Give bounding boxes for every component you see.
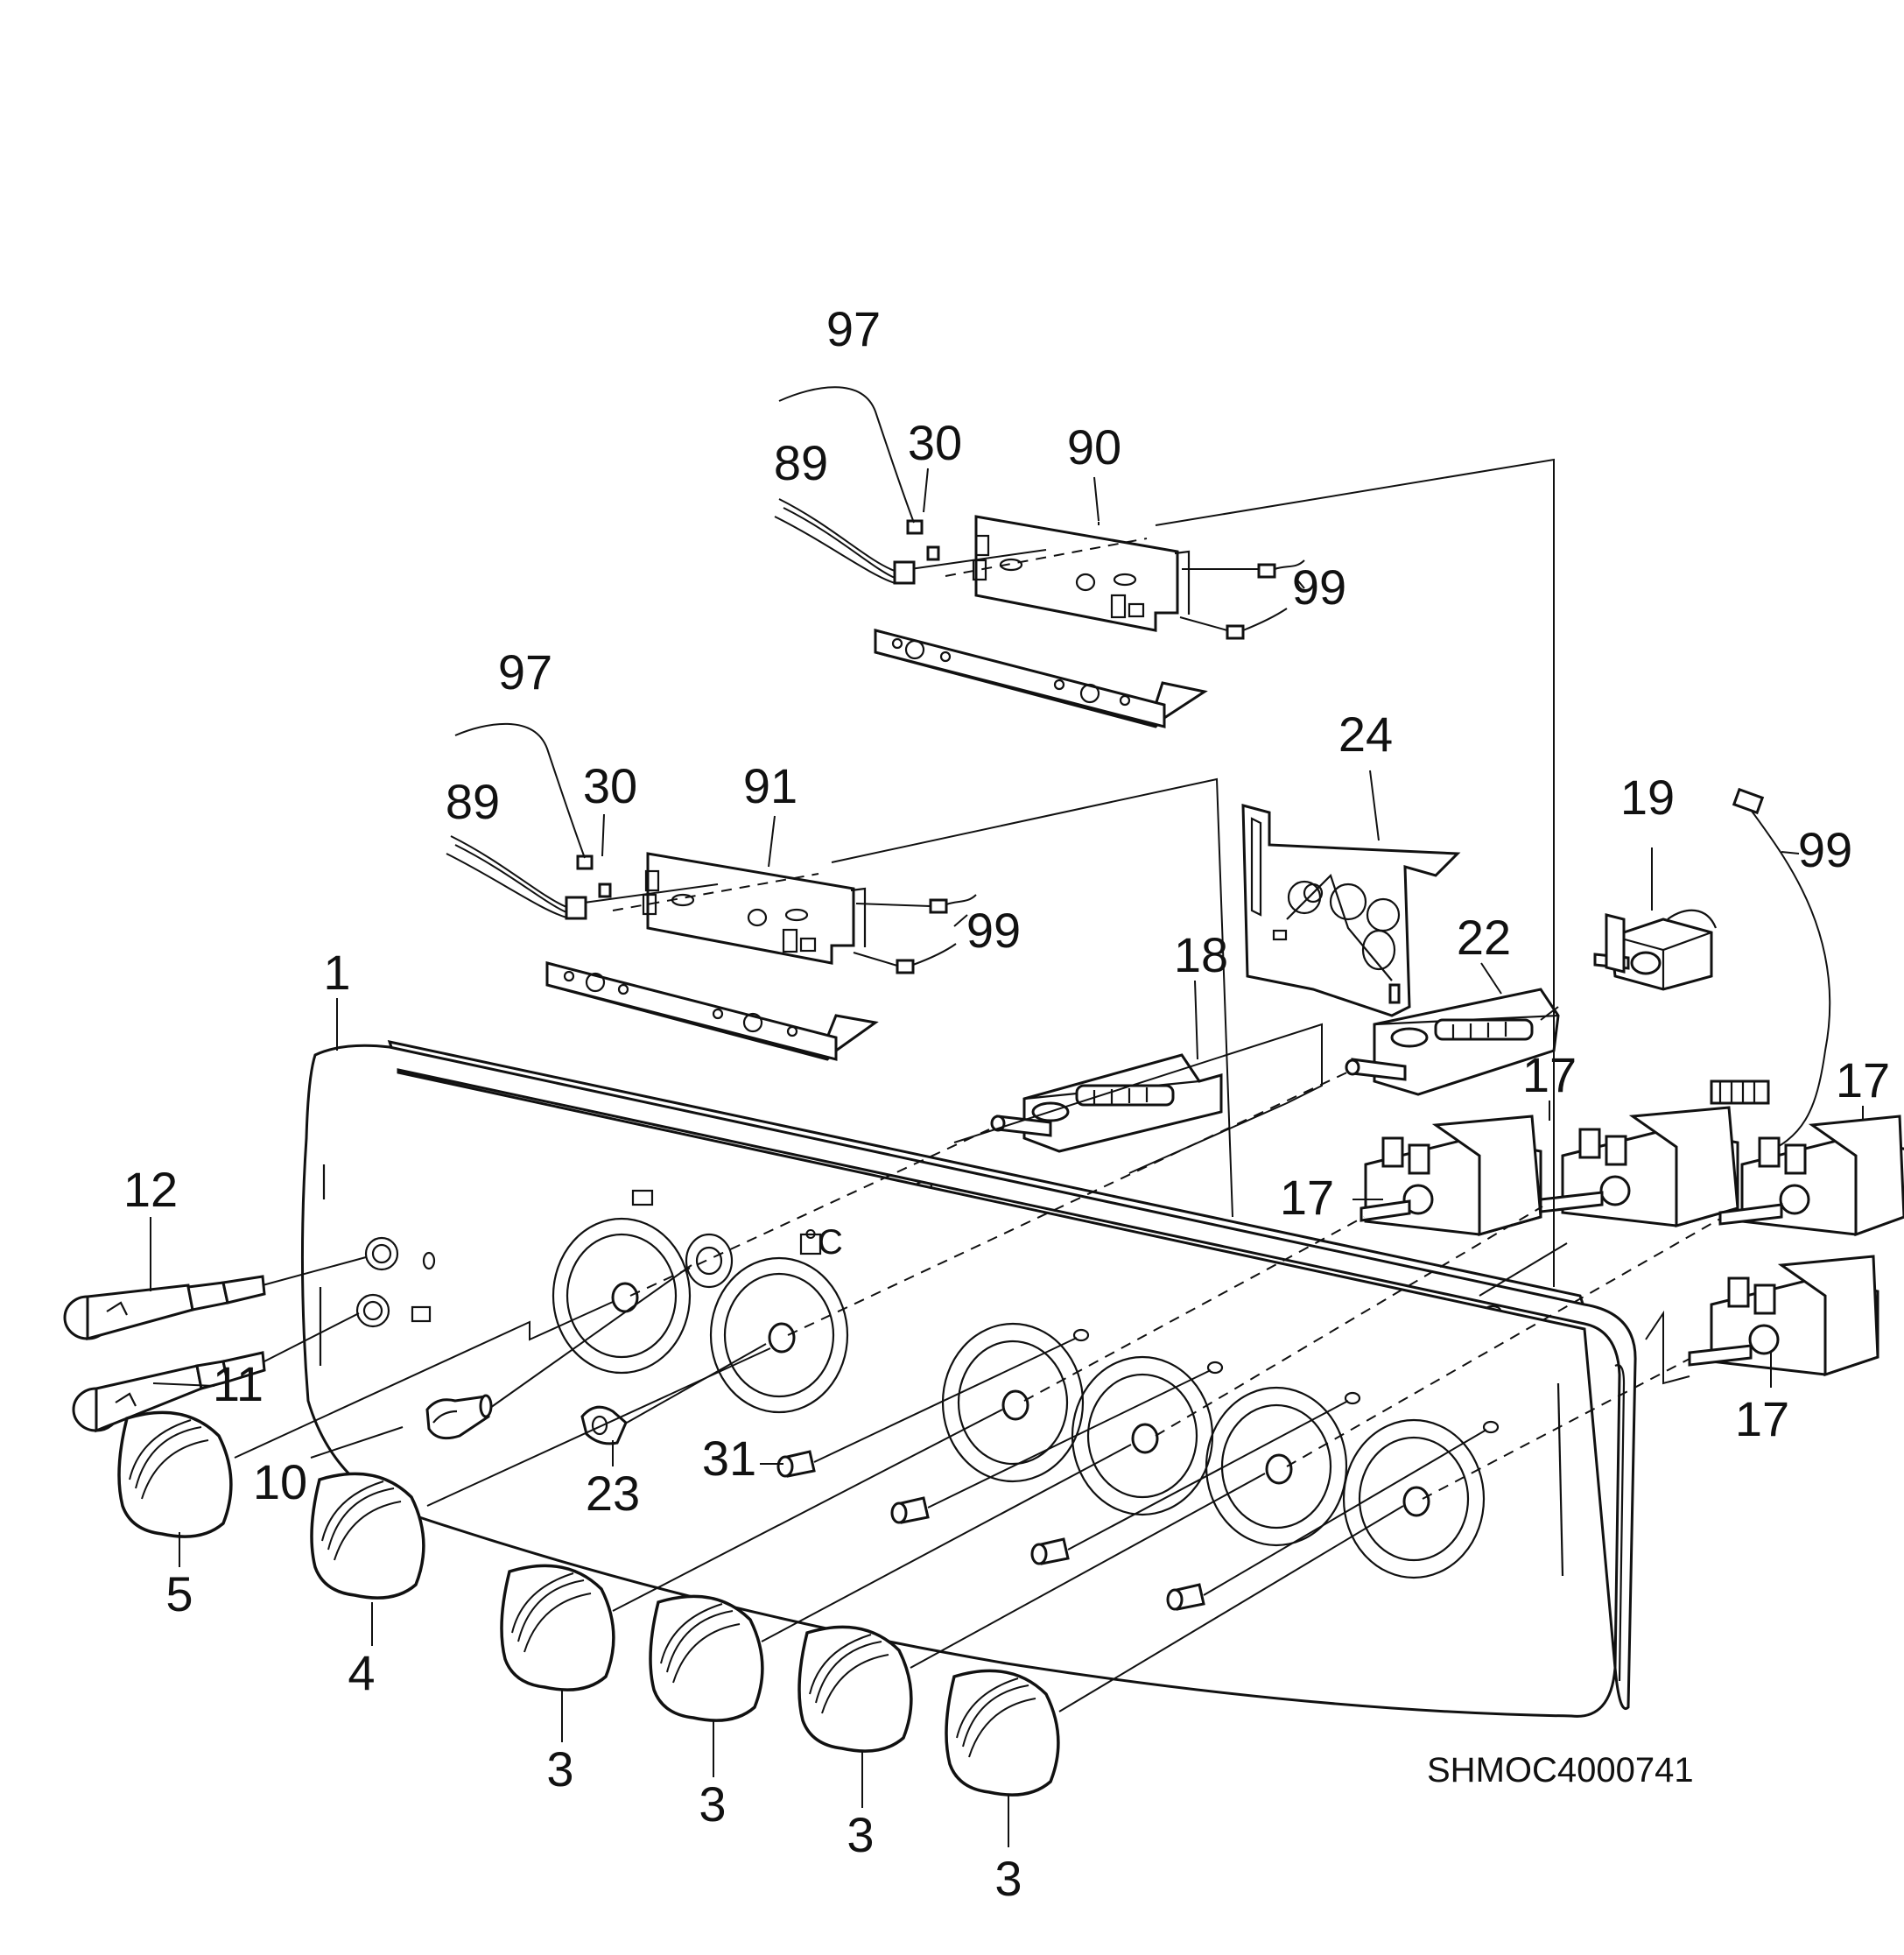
bulb-part-31-c <box>1030 1537 1070 1565</box>
knob-part-3-b <box>649 1594 764 1722</box>
callout-labels: 1 12 11 10 23 31 5 4 3 3 3 3 17 17 17 17… <box>123 301 1890 1906</box>
switch-part-18 <box>990 1053 1223 1153</box>
control-panel-part-1: °C <box>300 1039 1637 1718</box>
callout-5: 5 <box>165 1566 193 1621</box>
callout-1: 1 <box>323 945 350 1000</box>
callout-97-b: 97 <box>498 644 552 700</box>
knob-part-3-d <box>945 1669 1060 1797</box>
assembly-guide-lines <box>234 458 1721 1712</box>
callout-leaders <box>150 468 1864 1847</box>
callout-89-b: 89 <box>446 774 500 829</box>
indicator-lamp-part-11 <box>72 1351 266 1433</box>
indicator-lamp-part-12 <box>63 1275 266 1340</box>
callout-4: 4 <box>348 1645 375 1700</box>
callout-3-d: 3 <box>994 1851 1022 1906</box>
callout-17-a: 17 <box>1280 1170 1334 1225</box>
switch-part-17-d <box>1688 1255 1879 1377</box>
callout-17-d: 17 <box>1735 1391 1789 1446</box>
callout-3-b: 3 <box>699 1776 726 1832</box>
switch-part-17-a <box>1359 1115 1542 1236</box>
callout-10: 10 <box>253 1454 307 1509</box>
wire-harness-part-99 <box>1710 787 1831 1157</box>
callout-17-b: 17 <box>1522 1047 1577 1102</box>
callout-97-a: 97 <box>826 301 881 356</box>
bulb-part-31 <box>776 1450 816 1478</box>
knob-part-3-a <box>500 1564 615 1691</box>
temperature-symbol: °C <box>804 1223 843 1262</box>
pcb-assembly-part-90 <box>774 386 1305 728</box>
component-part-19 <box>1593 909 1718 991</box>
callout-99-b: 99 <box>966 903 1021 958</box>
bulb-part-31-b <box>890 1496 930 1524</box>
callout-18: 18 <box>1174 927 1228 982</box>
callout-11: 11 <box>213 1356 263 1411</box>
callout-99-a: 99 <box>1292 559 1346 615</box>
switch-part-17-c <box>1718 1115 1904 1237</box>
callout-22: 22 <box>1457 910 1511 965</box>
callout-3-a: 3 <box>546 1741 573 1797</box>
switch-part-17-b <box>1539 1106 1739 1227</box>
callout-89-a: 89 <box>774 435 828 490</box>
pcb-assembly-part-91 <box>446 722 977 1061</box>
callout-3-c: 3 <box>847 1807 874 1862</box>
callout-31: 31 <box>702 1431 756 1486</box>
callout-90: 90 <box>1067 419 1121 475</box>
callout-17-c: 17 <box>1836 1052 1890 1108</box>
callout-24: 24 <box>1338 707 1393 762</box>
callout-23: 23 <box>586 1466 640 1521</box>
callout-12: 12 <box>123 1162 178 1217</box>
callout-30-a: 30 <box>908 415 962 470</box>
knob-part-3-c <box>797 1625 913 1753</box>
callout-19: 19 <box>1620 770 1675 825</box>
bracket-part-24 <box>1241 804 1461 1017</box>
diagram-reference-code: SHMOC4000741 <box>1427 1751 1694 1790</box>
callout-99-c: 99 <box>1798 822 1852 877</box>
button-part-10 <box>425 1394 493 1440</box>
knob-part-4 <box>310 1472 425 1600</box>
knob-part-5 <box>117 1410 233 1538</box>
callout-91: 91 <box>743 758 797 813</box>
bulb-part-31-d <box>1166 1583 1205 1611</box>
callout-30-b: 30 <box>583 758 637 813</box>
